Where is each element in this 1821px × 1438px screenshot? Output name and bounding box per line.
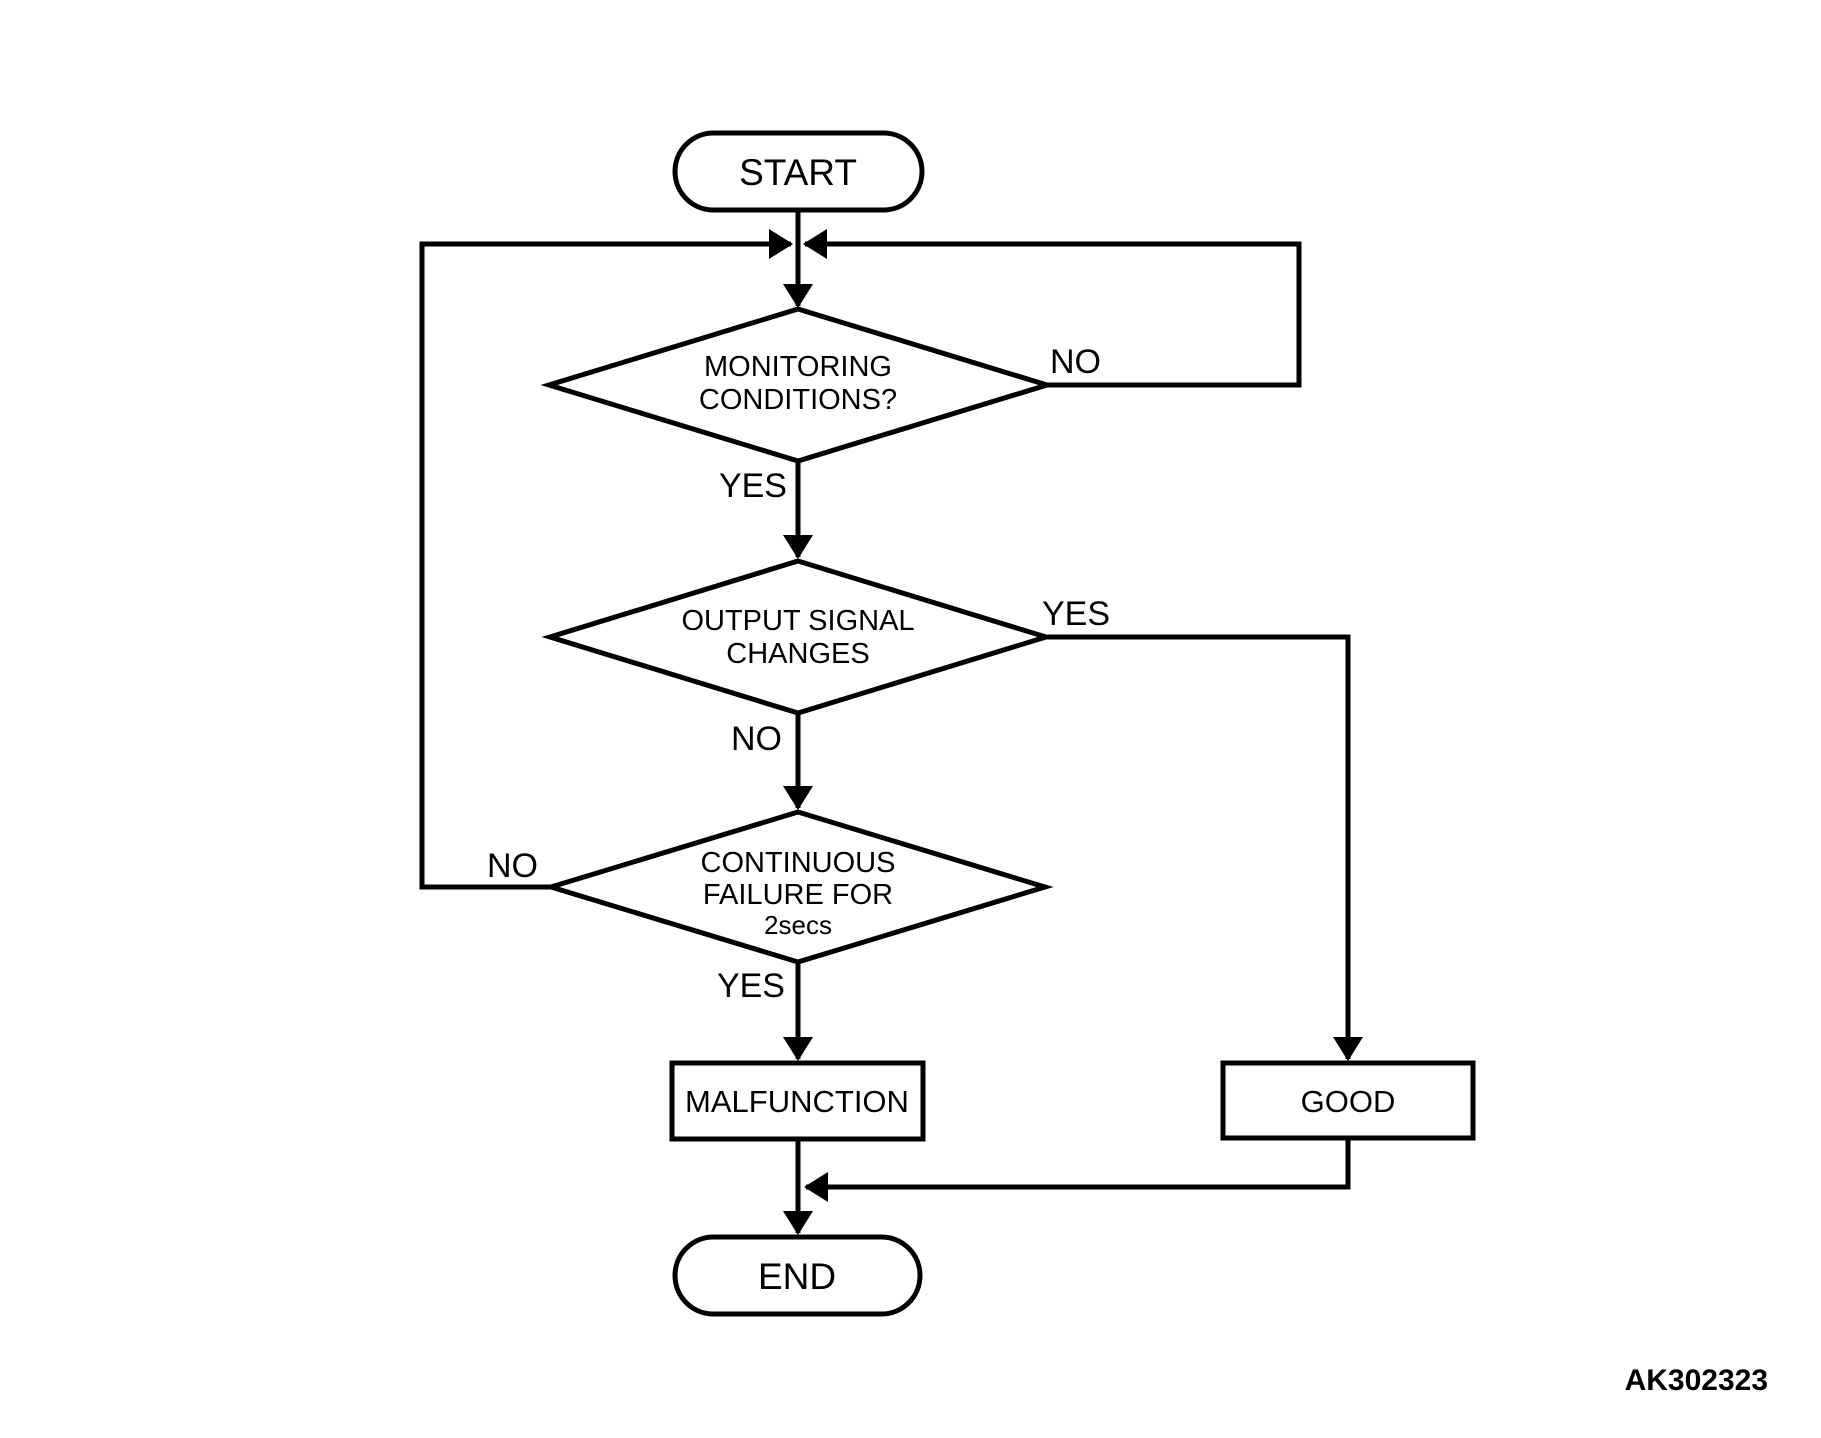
end-label: END <box>758 1256 836 1297</box>
figure-code: AK302323 <box>1625 1364 1768 1397</box>
monitoring-conditions-label-line2: CONDITIONS? <box>699 384 897 416</box>
output-signal-label-line1: OUTPUT SIGNAL <box>681 605 914 637</box>
edge-output-signal-yes <box>1046 634 1363 1061</box>
malfunction-node <box>669 1060 926 1142</box>
edge-label-monitoring-no: NO <box>1050 343 1101 381</box>
edge-monitoring-no-loop <box>803 229 1302 388</box>
flow-edges <box>419 210 1363 1235</box>
edge-good-to-merge <box>804 1138 1351 1202</box>
good-node <box>1220 1060 1476 1141</box>
monitoring-conditions-label-line1: MONITORING <box>704 351 892 383</box>
monitoring-conditions-diamond <box>540 306 1056 464</box>
edge-label-continuous-failure-no: NO <box>487 847 538 885</box>
continuous-failure-label-line3: 2secs <box>764 910 832 940</box>
malfunction-label: MALFUNCTION <box>685 1084 909 1119</box>
start-node <box>672 130 925 213</box>
flow-nodes: START MONITORING CONDITIONS? OUTPUT SIGN… <box>540 130 1476 1317</box>
flow-edge-labels: NO YES YES NO NO YES <box>487 343 1110 1005</box>
output-signal-diamond <box>541 558 1055 716</box>
continuous-failure-diamond <box>542 809 1054 965</box>
edge-continuous-failure-no-loop <box>419 229 793 890</box>
edge-label-output-signal-no: NO <box>731 720 782 758</box>
continuous-failure-label-line2: FAILURE FOR <box>703 879 893 911</box>
good-label: GOOD <box>1301 1084 1396 1119</box>
continuous-failure-label-line1: CONTINUOUS <box>701 847 896 879</box>
start-label: START <box>739 152 857 193</box>
edge-label-output-signal-yes: YES <box>1042 595 1110 633</box>
edge-label-monitoring-yes: YES <box>719 467 787 505</box>
end-node <box>672 1234 923 1317</box>
output-signal-label-line2: CHANGES <box>726 638 869 670</box>
edge-label-continuous-failure-yes: YES <box>717 967 785 1005</box>
